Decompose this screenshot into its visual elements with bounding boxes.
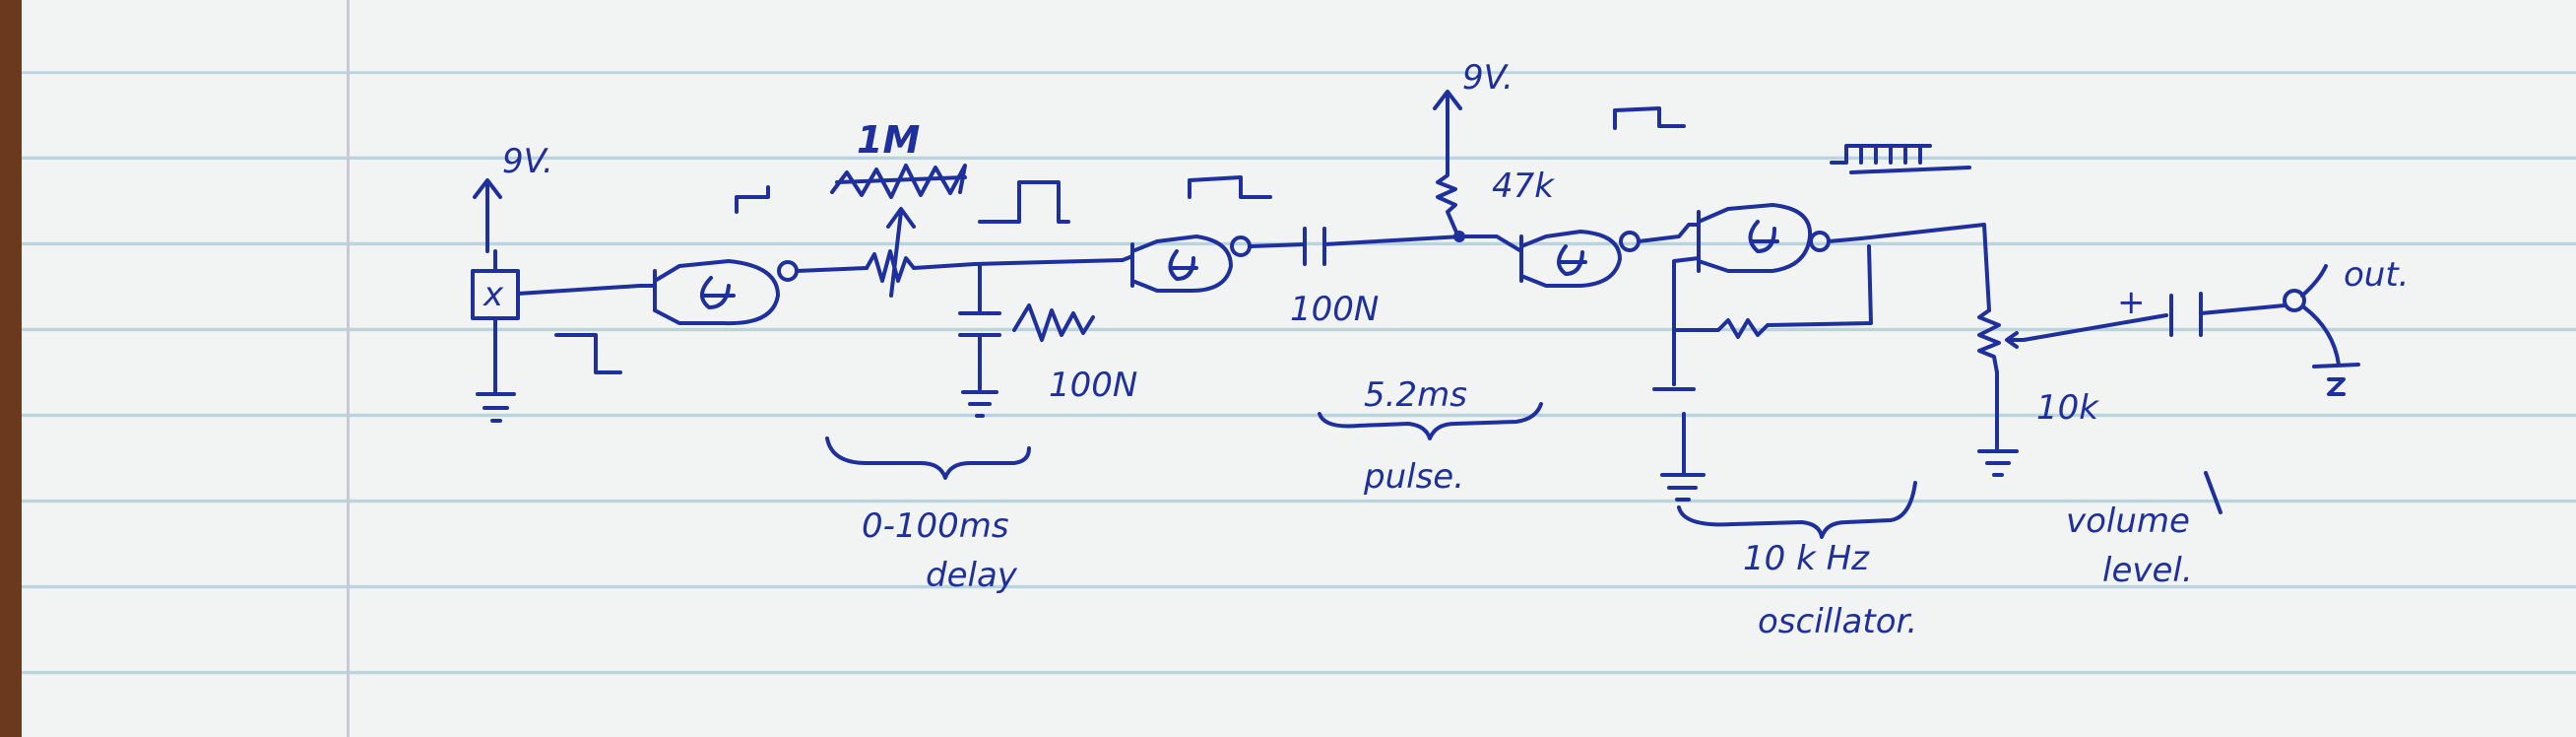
oscillator-feedback [1652, 244, 1873, 502]
switch: x [471, 249, 520, 423]
annotation-vol-1: volume [2066, 502, 2190, 541]
cap-output-plus: + [2117, 283, 2146, 322]
pot-1m: 1M [830, 118, 977, 298]
supply-right: 9V. [1433, 58, 1513, 160]
annotation-osc-2: oscillator. [1758, 602, 1917, 641]
annotation-vol-2: level. [2102, 551, 2193, 590]
cap-delay-label: 100N [1049, 366, 1137, 405]
wire-switch-gate1 [516, 284, 657, 296]
signal-trace-gate2 [1188, 175, 1272, 199]
volume-slash [2204, 471, 2222, 514]
annotation-pulse-2: pulse. [1363, 457, 1464, 497]
brace-pulse [1318, 402, 1543, 440]
pot-volume-label: 10k [2036, 388, 2099, 428]
cap-coupling-label: 100N [1290, 290, 1379, 329]
signal-trace-input [554, 333, 622, 374]
wire-gate2-cap [1248, 242, 1307, 248]
annotation-pulse-1: 5.2ms [1364, 375, 1467, 415]
signal-trace-gate3 [1613, 106, 1686, 130]
switch-label: x [483, 275, 504, 314]
wire-gate3-gate4 [1637, 223, 1701, 243]
annotation-delay-1: 0-100ms [862, 506, 1009, 546]
wire-osc-out [1827, 236, 1863, 243]
annotation-osc-1: 10 k Hz [1743, 539, 1870, 578]
res-47k: 47k [1436, 156, 1555, 242]
supply-left: 9V. [473, 142, 553, 253]
brace-oscillator [1677, 481, 1917, 539]
supply-left-label: 9V. [502, 142, 553, 181]
gate-1 [653, 259, 799, 326]
cap-coupling: 100N [1290, 227, 1464, 329]
wire-gate1-pot [795, 266, 869, 273]
output-jack: out. [2283, 255, 2410, 396]
gate-3 [1519, 230, 1641, 288]
gate-2 [1121, 234, 1252, 293]
output-label: out. [2344, 255, 2410, 295]
brace-delay [825, 436, 1031, 480]
circuit-diagram: 9V. x 1M [471, 58, 2410, 641]
pot-volume: 10k [1859, 223, 2099, 477]
signal-trace-osc [1830, 144, 1971, 174]
pot-1m-label: 1M [857, 118, 920, 162]
notebook-page: 9V. x 1M [22, 0, 2576, 737]
cap-output: + [2022, 283, 2286, 342]
signal-trace-pot [735, 185, 770, 214]
annotation-delay-2: delay [926, 556, 1018, 595]
res-47k-label: 47k [1492, 167, 1555, 206]
gate-4 [1697, 203, 1831, 273]
cap-delay: 100N [958, 258, 1137, 418]
supply-right-label: 9V. [1462, 58, 1513, 98]
wire-node-gate3 [1460, 234, 1523, 253]
signal-trace-delay [978, 180, 1070, 224]
margin-line [347, 0, 350, 737]
